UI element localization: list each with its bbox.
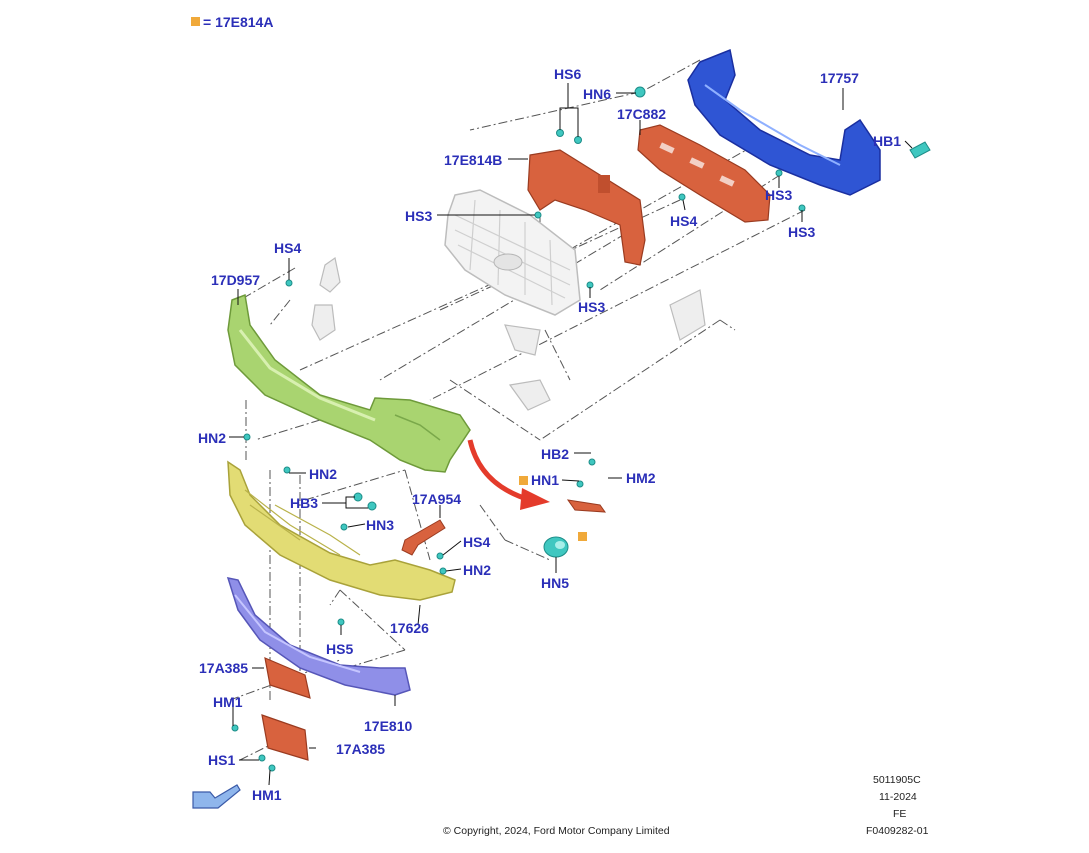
label-hs3-b: HS3	[765, 187, 793, 203]
label-hn2-left: HN2	[198, 430, 227, 446]
label-17d957: 17D957	[211, 272, 261, 288]
label-17757: 17757	[820, 70, 859, 86]
leader-lines	[229, 83, 913, 786]
bracket-17C882	[637, 124, 771, 223]
label-17a954: 17A954	[412, 491, 462, 507]
label-17c882: 17C882	[617, 106, 667, 122]
region-code: FE	[893, 808, 907, 820]
label-hm2: HM2	[626, 470, 656, 486]
label-17a385-top: 17A385	[199, 660, 249, 676]
bracket-marker	[578, 532, 587, 541]
label-hs5: HS5	[326, 641, 354, 657]
license-brackets-17A385	[261, 657, 311, 761]
label-hs4-a: HS4	[670, 213, 698, 229]
label-hs4-b: HS4	[463, 534, 491, 550]
label-hs1: HS1	[208, 752, 236, 768]
lower-grille-17626	[227, 460, 456, 601]
fasteners	[231, 86, 931, 772]
label-hn3: HN3	[366, 517, 395, 533]
bumper-reinforcement-17757	[687, 48, 881, 196]
front-direction-arrow	[192, 784, 241, 809]
label-hs3-a: HS3	[405, 208, 433, 224]
legend-marker	[191, 17, 200, 26]
illustration-number: 5011905C	[873, 774, 921, 786]
label-hn2-low: HN2	[463, 562, 492, 578]
copyright-text: © Copyright, 2024, Ford Motor Company Li…	[443, 825, 670, 837]
illustration-date: 11-2024	[879, 791, 917, 803]
hn1-marker	[519, 476, 528, 485]
label-hm1-top: HM1	[213, 694, 243, 710]
label-hn5: HN5	[541, 575, 570, 591]
label-hn6: HN6	[583, 86, 612, 102]
bracket-hm2	[566, 499, 607, 513]
bracket-17A954	[401, 519, 446, 556]
label-hb2: HB2	[541, 446, 570, 462]
label-hs6: HS6	[554, 66, 582, 82]
direction-arrow-red	[467, 439, 550, 510]
label-17e814b: 17E814B	[444, 152, 503, 168]
grey-small-parts	[311, 256, 706, 411]
label-hs3-d: HS3	[578, 299, 606, 315]
label-hm1-low: HM1	[252, 787, 282, 803]
figure-id: F0409282-01	[866, 825, 929, 837]
bumper-cover-17D957	[227, 293, 471, 473]
label-hb3: HB3	[290, 495, 319, 511]
hn5-clip	[543, 536, 569, 558]
label-hn1: HN1	[531, 472, 560, 488]
label-hs4-top: HS4	[274, 240, 302, 256]
bracket-17E814B	[527, 149, 646, 266]
label-hb1: HB1	[873, 133, 902, 149]
radiator-grille	[444, 189, 581, 316]
label-17a385-low: 17A385	[336, 741, 386, 757]
label-hs3-c: HS3	[788, 224, 816, 240]
label-17626: 17626	[390, 620, 429, 636]
label-17e810: 17E810	[364, 718, 413, 734]
lower-lip-17E810	[226, 577, 411, 696]
legend-text: = 17E814A	[203, 14, 274, 30]
label-hn2-mid: HN2	[309, 466, 338, 482]
